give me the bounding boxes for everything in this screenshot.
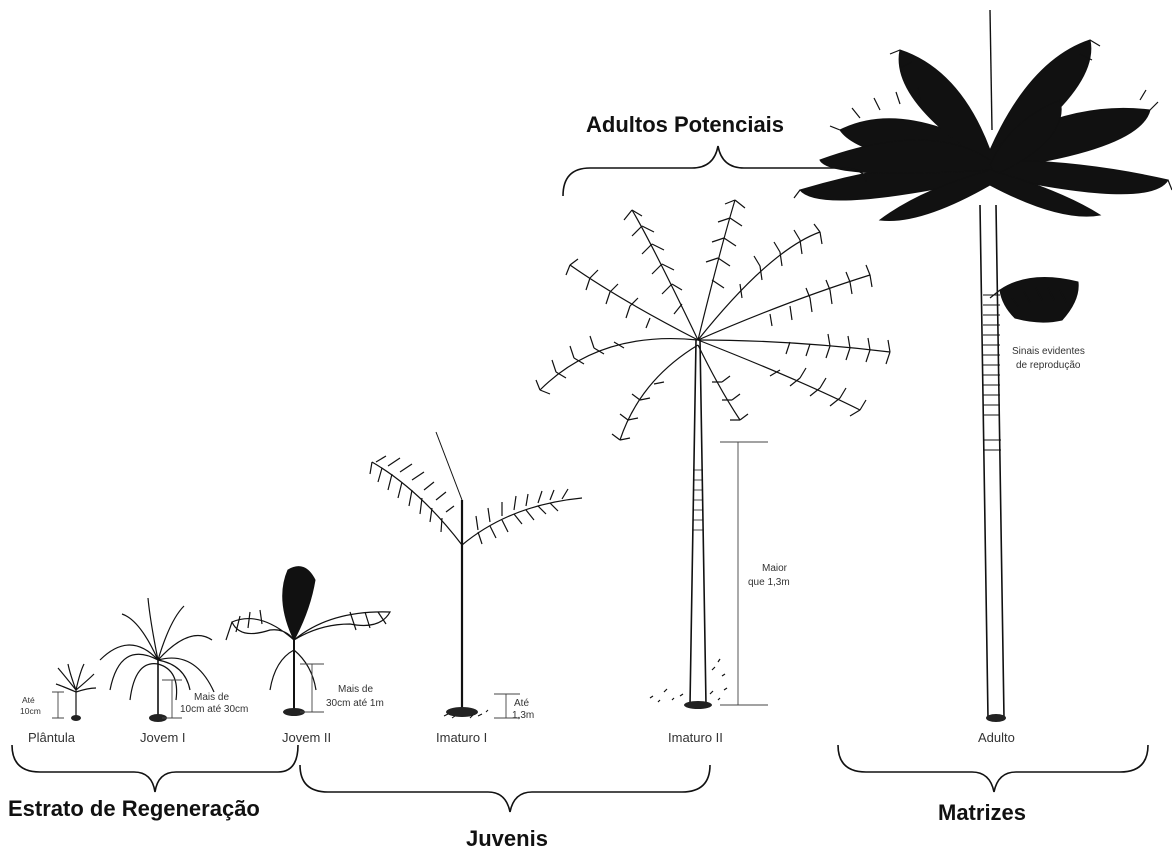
note-plantula-line2: 10cm xyxy=(20,706,41,716)
label-imaturo-1: Imaturo I xyxy=(436,730,487,745)
group-label-matrizes: Matrizes xyxy=(938,800,1026,825)
note-jovem2-line1: Mais de xyxy=(338,684,373,695)
note-jovem1-line1: Mais de xyxy=(194,692,229,703)
label-adulto: Adulto xyxy=(978,730,1015,745)
brace-matrizes xyxy=(838,745,1148,792)
note-imaturo1-line1: Até xyxy=(514,698,529,709)
note-plantula-line1: Até xyxy=(22,695,35,705)
adulto-illustration xyxy=(794,10,1172,722)
imaturo-1-illustration xyxy=(370,432,582,718)
note-adulto-line1: Sinais evidentes xyxy=(1012,346,1085,357)
note-imaturo2-line2: que 1,3m xyxy=(748,577,790,588)
imaturo-2-illustration xyxy=(536,200,890,709)
group-label-estrato-regeneracao: Estrato de Regeneração xyxy=(8,796,260,821)
label-imaturo-2: Imaturo II xyxy=(668,730,723,745)
note-jovem1-line2: 10cm até 30cm xyxy=(180,704,248,715)
group-label-juvenis: Juvenis xyxy=(466,826,548,851)
brace-juvenis xyxy=(300,765,710,812)
note-adulto-line2: de reprodução xyxy=(1016,360,1081,371)
brace-estrato-regeneracao xyxy=(12,745,298,792)
label-jovem-1: Jovem I xyxy=(140,730,186,745)
note-imaturo1-line2: 1,3m xyxy=(512,710,534,721)
label-jovem-2: Jovem II xyxy=(282,730,331,745)
label-plantula: Plântula xyxy=(28,730,76,745)
plantula-illustration xyxy=(52,664,96,721)
note-imaturo2-line1: Maior xyxy=(762,563,788,574)
group-label-adultos-potenciais: Adultos Potenciais xyxy=(586,112,784,137)
note-jovem2-line2: 30cm até 1m xyxy=(326,698,384,709)
